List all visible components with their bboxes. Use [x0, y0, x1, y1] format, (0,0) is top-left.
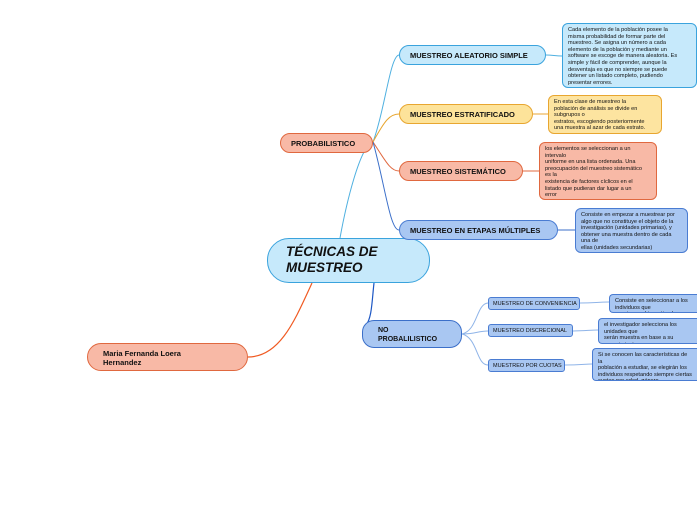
connector-central-author — [247, 282, 313, 358]
connector-prob-sistematico — [372, 141, 400, 172]
aleatorio-simple-note: Cada elemento de la población posee la m… — [562, 23, 697, 88]
connector-discrecional-note — [572, 329, 599, 332]
connector-aleatorio-note — [545, 54, 563, 57]
connector-cuotas-note — [564, 363, 593, 366]
connector-noprob-discrecional — [461, 330, 489, 335]
discrecional-node[interactable]: MUESTREO DISCRECIONAL — [488, 324, 573, 337]
connector-prob-etapas — [372, 141, 400, 231]
author-node[interactable]: Maria Fernanda Loera Hernandez — [87, 343, 248, 371]
sistematico-node[interactable]: MUESTREO SISTEMÁTICO — [399, 161, 523, 181]
conveniencia-node[interactable]: MUESTREO DE CONVENIENCIA — [488, 297, 580, 310]
conveniencia-note: Consiste en seleccionar a los individuos… — [609, 294, 697, 313]
cuotas-node[interactable]: MUESTREO POR CUOTAS — [488, 359, 565, 372]
no-probabilistico-node[interactable]: NO PROBALILISTICO — [362, 320, 462, 348]
probabilistico-node[interactable]: PROBABILISTICO — [280, 133, 373, 153]
estratificado-note: En esta clase de muestreo la población d… — [548, 95, 662, 134]
connector-central-noprob — [365, 282, 375, 326]
connector-conveniencia-note — [579, 301, 610, 304]
aleatorio-simple-node[interactable]: MUESTREO ALEATORIO SIMPLE — [399, 45, 546, 65]
central-topic[interactable]: TÉCNICAS DE MUESTREO — [267, 238, 430, 283]
connector-prob-aleatorio — [372, 54, 400, 143]
connector-noprob-cuotas — [461, 333, 489, 366]
discrecional-note: el investigador selecciona los unidades … — [598, 318, 697, 344]
etapas-multiples-node[interactable]: MUESTREO EN ETAPAS MÚLTIPLES — [399, 220, 558, 240]
sistematico-note: los elementos se seleccionan a un interv… — [539, 142, 657, 200]
estratificado-node[interactable]: MUESTREO ESTRATIFICADO — [399, 104, 533, 124]
connector-noprob-conveniencia — [461, 302, 489, 335]
etapas-multiples-note: Consiste en empezar a muestrear por algo… — [575, 208, 688, 253]
cuotas-note: Si se conocen las características de la … — [592, 348, 697, 381]
connector-central-probabilistico — [339, 141, 374, 239]
connector-prob-estratificado — [372, 113, 400, 143]
